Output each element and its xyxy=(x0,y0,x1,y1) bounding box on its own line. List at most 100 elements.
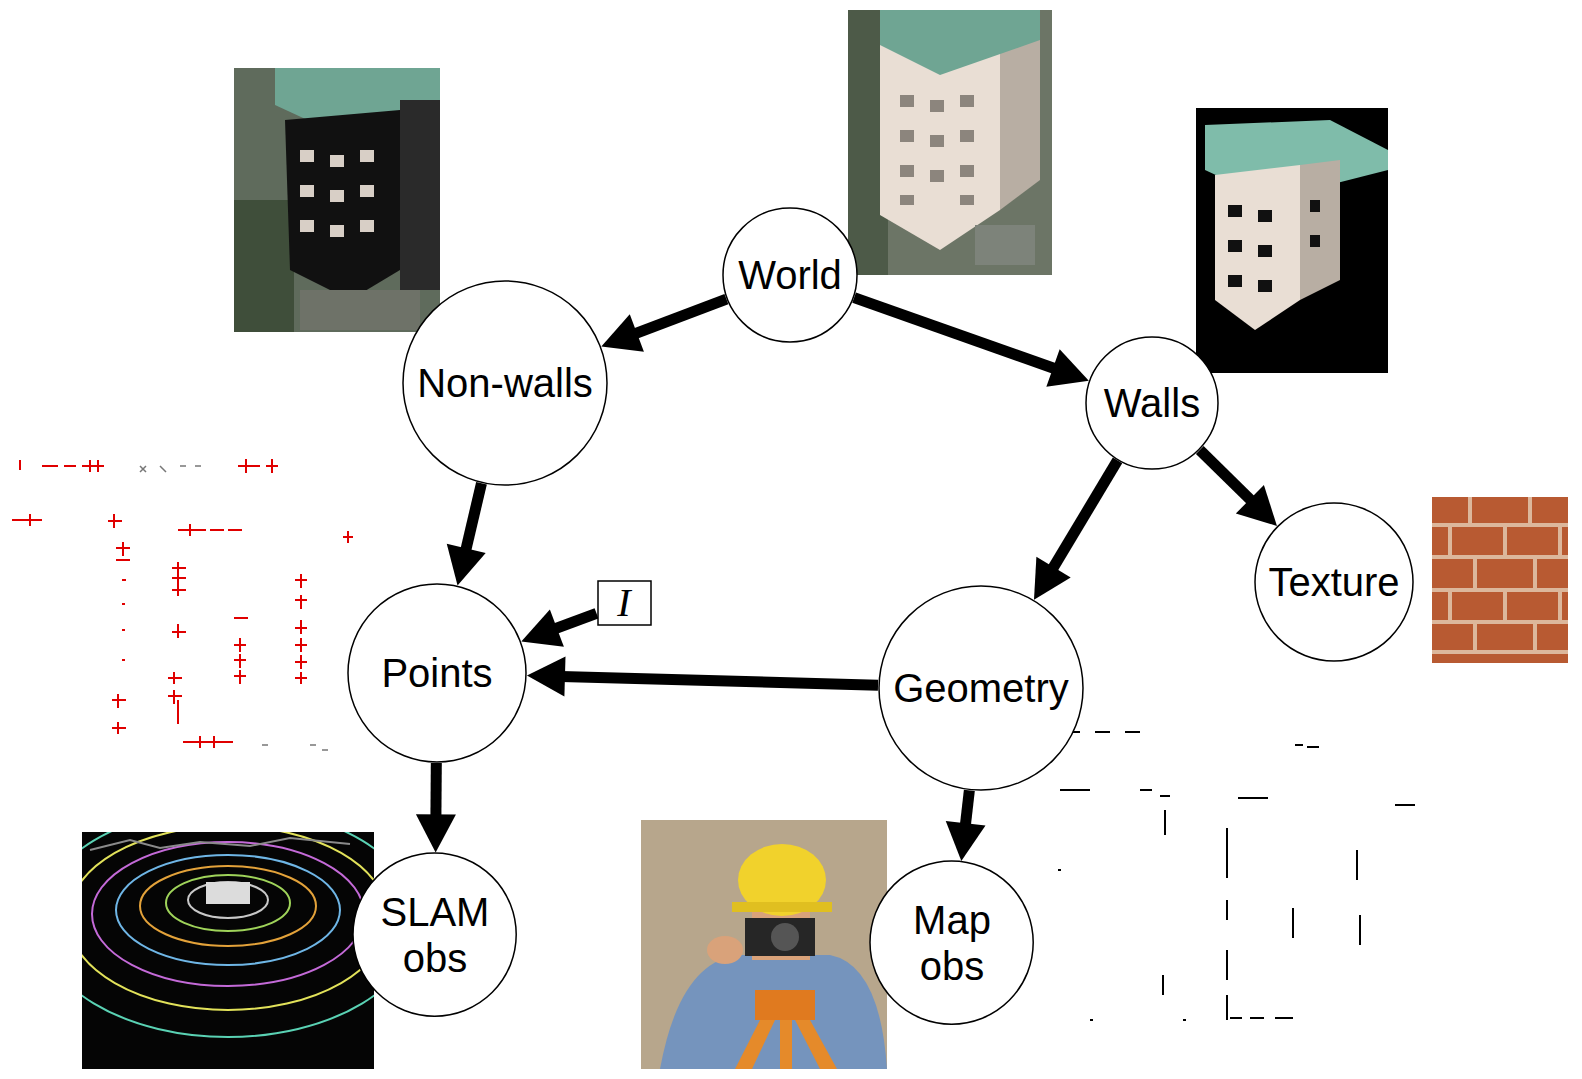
arrow-connector xyxy=(1034,460,1118,599)
arrow-head xyxy=(521,609,564,646)
arrow-shaft xyxy=(1200,450,1253,502)
building-windows xyxy=(900,95,974,205)
arrow-head xyxy=(1236,485,1277,526)
arrow-shaft xyxy=(553,613,596,629)
circle-outline xyxy=(403,281,607,485)
scan-ring xyxy=(92,842,364,986)
arrow-shaft xyxy=(965,790,969,827)
tripod-head xyxy=(755,990,815,1020)
circle-node: Walls xyxy=(1085,336,1219,470)
photo-trees xyxy=(234,200,294,332)
circle-outline xyxy=(1255,503,1413,661)
circle-outline xyxy=(723,208,857,342)
photo-ground xyxy=(641,820,887,1069)
photo-street xyxy=(975,225,1035,265)
circle-node: Map obs xyxy=(869,860,1034,1025)
surveyor-hand xyxy=(707,936,743,964)
box-outline xyxy=(598,581,651,625)
circle-outline xyxy=(879,586,1083,790)
surveyor-shirt xyxy=(660,955,887,1069)
arrow-connector xyxy=(601,299,726,352)
mask-ground xyxy=(1196,108,1388,373)
photo-ground xyxy=(848,10,1052,275)
instrument-lens xyxy=(771,923,799,951)
node-label: I xyxy=(617,583,630,623)
survey-instrument xyxy=(745,918,815,956)
building-face xyxy=(1215,165,1300,330)
arrow-shaft xyxy=(430,763,441,818)
arrow-head xyxy=(416,814,456,852)
scan-ring xyxy=(140,866,316,946)
wall-photo xyxy=(1196,108,1388,373)
circle-node: Points xyxy=(347,583,527,763)
scan-ring xyxy=(116,855,340,965)
circle-node: Texture xyxy=(1254,502,1414,662)
brick-texture xyxy=(1432,497,1568,663)
arrow-shaft xyxy=(1052,460,1118,570)
scan-ring xyxy=(82,832,374,1037)
node-label: Points xyxy=(381,650,492,696)
node-label: SLAM obs xyxy=(372,889,497,981)
scan-trees xyxy=(90,838,350,850)
node-label: Non-walls xyxy=(417,360,593,406)
arrow-head xyxy=(946,821,986,861)
arrow-connector xyxy=(521,609,596,646)
photo-ground xyxy=(234,68,440,332)
tripod-legs xyxy=(735,1020,837,1069)
map-segments xyxy=(1058,732,1415,1020)
arrow-head xyxy=(527,657,566,697)
circle-node: Non-walls xyxy=(402,280,608,486)
brick-ground xyxy=(1432,497,1568,663)
circle-outline xyxy=(348,584,526,762)
scan-ground xyxy=(82,832,374,1069)
arrow-connector xyxy=(946,790,986,861)
arrow-head xyxy=(1034,557,1071,600)
arrow-shaft xyxy=(854,298,1056,370)
building-roof xyxy=(880,10,1040,75)
circle-outline xyxy=(353,853,516,1016)
masked-side xyxy=(400,100,440,290)
building-side xyxy=(1300,160,1340,300)
circle-node: SLAM obs xyxy=(352,852,517,1017)
arrow-connector xyxy=(854,298,1089,387)
input-box: I xyxy=(597,580,652,626)
nonwall-photo xyxy=(234,68,440,332)
arrow-connector xyxy=(527,657,878,697)
arrow-connector xyxy=(416,763,456,852)
arrow-shaft xyxy=(465,483,481,552)
photo-street xyxy=(300,290,420,330)
arrow-head xyxy=(447,544,486,586)
arrow-connector xyxy=(447,483,486,585)
arrow-head xyxy=(601,314,644,351)
node-label: Map obs xyxy=(889,897,1014,989)
lidar-scan xyxy=(82,832,374,1069)
node-label: Geometry xyxy=(893,665,1069,711)
building-photo xyxy=(848,10,1052,275)
building-windows xyxy=(300,150,374,237)
point-features xyxy=(12,459,353,748)
brick-mortar xyxy=(1432,497,1568,652)
node-label: Walls xyxy=(1104,380,1200,426)
circle-outline xyxy=(352,852,517,1017)
node-label: Texture xyxy=(1268,559,1399,605)
scan-ring xyxy=(188,882,268,918)
circle-outline xyxy=(869,860,1034,1025)
arrow-connector xyxy=(1200,450,1277,526)
circle-outline xyxy=(870,861,1033,1024)
circle-outline xyxy=(1086,337,1218,469)
node-label: World xyxy=(738,252,842,298)
circle-node: Geometry xyxy=(878,585,1084,791)
scan-ring xyxy=(166,875,290,931)
arrow-shaft xyxy=(561,676,878,685)
helmet-brim xyxy=(732,902,832,912)
point-specks xyxy=(140,466,328,750)
arrow-head xyxy=(1046,349,1088,387)
masked-walls xyxy=(285,110,400,300)
circle-node: World xyxy=(722,207,858,343)
building-windows xyxy=(1228,200,1320,292)
surveyor-photo xyxy=(641,820,887,1069)
scan-car xyxy=(206,882,250,904)
arrow-shaft xyxy=(633,299,726,334)
scan-ring xyxy=(82,832,374,1010)
